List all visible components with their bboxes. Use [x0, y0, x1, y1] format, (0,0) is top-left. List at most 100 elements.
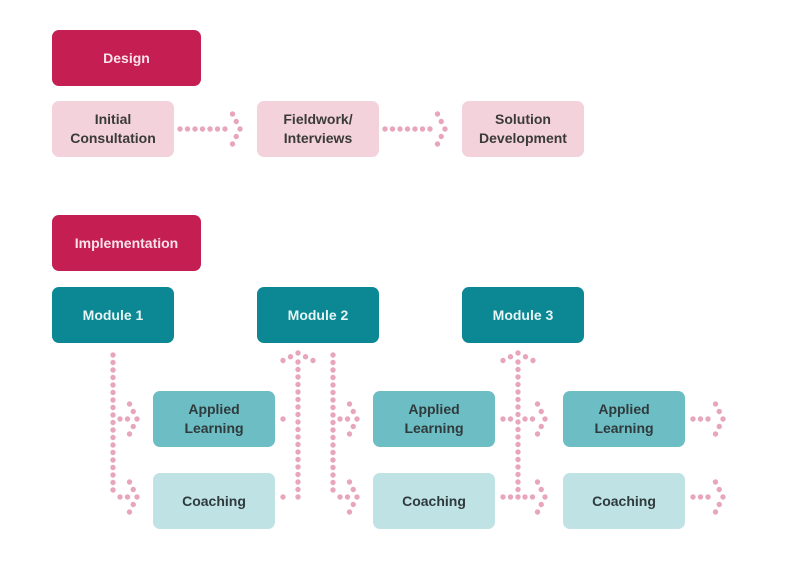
arrow-dot	[434, 111, 441, 117]
arrow-dot	[515, 350, 521, 356]
arrow-dot	[214, 126, 221, 132]
arrow-dot	[515, 366, 521, 373]
arrow-dot	[404, 126, 411, 132]
arrow-dot	[337, 416, 343, 422]
arrow-dot	[302, 354, 309, 360]
arrow-dot	[542, 494, 548, 500]
arrow-dot	[515, 434, 521, 440]
arrow-dot	[382, 126, 388, 132]
module-label: Module 2	[287, 306, 349, 323]
step-label: Fieldwork/ Interviews	[283, 111, 353, 146]
arrow-dot	[330, 479, 336, 486]
arrow-dot	[350, 501, 356, 508]
step-initial-consultation: Initial Consultation	[52, 101, 174, 157]
coaching-label: Coaching	[402, 492, 466, 509]
arrow-dot	[690, 416, 696, 422]
arrow-dot	[697, 494, 704, 500]
arrow-dot	[515, 449, 521, 455]
arrow-dot	[350, 408, 356, 415]
arrow-dot	[697, 416, 704, 422]
arrow-dot	[515, 411, 521, 418]
arrow-dot	[295, 426, 301, 433]
phase-implementation-label: Implementation	[74, 234, 179, 251]
arrow-dot	[110, 487, 116, 493]
arrow-dot	[515, 471, 521, 478]
arrow-dot	[233, 133, 239, 140]
arrow-dot	[330, 449, 336, 456]
arrow-dot	[110, 374, 116, 381]
arrow-dot	[350, 486, 356, 493]
arrow-dot	[434, 141, 441, 147]
arrow-module1-branch	[110, 352, 140, 515]
arrow-dot	[110, 367, 116, 373]
applied-learning-label: Applied Learning	[184, 401, 244, 436]
arrow-dot	[110, 389, 116, 396]
arrow-dot	[515, 389, 521, 395]
arrow-dot	[280, 416, 286, 422]
arrow-dot	[397, 126, 403, 132]
arrow-dot	[207, 126, 213, 132]
module-label: Module 3	[492, 306, 554, 323]
arrow-dot	[330, 367, 336, 373]
arrow-dot	[295, 486, 301, 493]
arrow-dot	[515, 396, 521, 403]
arrow-dot	[534, 431, 541, 437]
arrow-dot	[522, 354, 529, 360]
arrow-dot	[720, 416, 726, 422]
arrow-dot	[295, 374, 301, 380]
arrow-dot	[712, 509, 719, 515]
arrow-dot	[192, 126, 198, 132]
arrow-dot	[529, 416, 536, 422]
arrow-dot	[199, 126, 206, 132]
arrow-dot	[534, 401, 541, 407]
arrow-coaching3-continue	[690, 479, 726, 515]
arrow-dot	[330, 434, 336, 441]
arrow-dot	[295, 396, 301, 403]
arrow-dot	[126, 479, 133, 485]
arrow-dot	[117, 494, 123, 500]
arrow-dot	[110, 412, 116, 418]
applied-learning-label: Applied Learning	[594, 401, 654, 436]
arrow-dot	[538, 501, 544, 508]
arrow-dot	[126, 431, 133, 437]
arrow-dot	[130, 408, 136, 415]
arrow-dot	[330, 404, 336, 411]
arrow-dot	[110, 382, 116, 388]
arrow-dot	[515, 486, 521, 493]
arrow-dot	[542, 416, 548, 422]
arrow-dot	[538, 486, 544, 493]
arrow-dot	[110, 397, 116, 403]
arrow-dot	[110, 472, 116, 478]
arrow-dot	[110, 434, 116, 441]
arrow-dot	[126, 509, 133, 515]
arrow-dot	[330, 352, 336, 358]
arrow-dot	[500, 416, 506, 422]
arrow-dot	[110, 479, 116, 486]
arrow-dot	[126, 401, 133, 407]
phase-implementation: Implementation	[52, 215, 201, 271]
arrow-dot	[346, 479, 353, 485]
arrow-applied3-continue	[690, 401, 726, 437]
arrow-dot	[515, 359, 521, 365]
arrow-dot	[130, 423, 136, 430]
arrow-dot	[438, 133, 444, 140]
arrow-dot	[280, 494, 286, 500]
arrow-dot	[344, 416, 351, 422]
arrow-dot	[222, 126, 228, 132]
arrow-dot	[529, 494, 536, 500]
arrow-dot	[712, 401, 719, 407]
arrow-dot	[295, 434, 301, 440]
arrow-dot	[295, 350, 301, 356]
arrow-dot	[500, 357, 506, 364]
arrow-dot	[237, 126, 243, 132]
arrow-dot	[295, 381, 301, 388]
arrow-dot	[330, 464, 336, 471]
arrow-dot	[705, 494, 711, 500]
arrow-dot	[330, 397, 336, 403]
module-1: Module 1	[52, 287, 174, 343]
coaching-2: Coaching	[373, 473, 495, 529]
arrow-dot	[507, 354, 514, 360]
arrow-dot	[716, 408, 722, 415]
arrow-dot	[507, 416, 514, 422]
